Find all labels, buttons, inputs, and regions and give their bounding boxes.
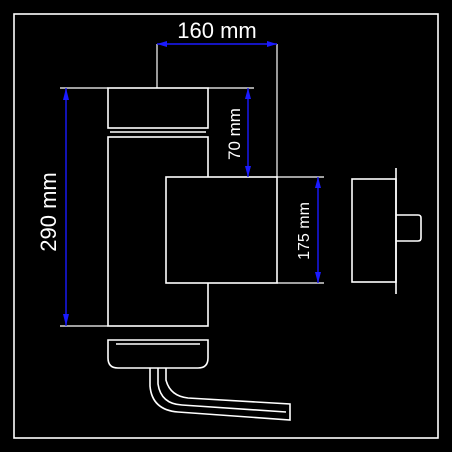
bottom-bowl [107, 339, 209, 369]
dim-width-top: 160 mm [156, 18, 278, 177]
heater-body [107, 87, 291, 421]
side-view-knob [396, 214, 422, 242]
drawing-frame [13, 13, 439, 439]
dim-height-total-label: 290 mm [36, 172, 61, 251]
outlet-pipe-inner [157, 368, 287, 413]
side-view-body [351, 178, 397, 283]
dim-width-label: 160 mm [177, 18, 256, 43]
side-box [165, 176, 278, 284]
outlet-pipe-outer [149, 368, 291, 421]
side-view [351, 168, 422, 294]
dim-height-upper: 70 mm [208, 87, 254, 177]
dim-height-total: 290 mm [36, 87, 108, 327]
dim-height-box: 175 mm [277, 176, 324, 284]
dim-height-box-label: 175 mm [296, 202, 313, 260]
dim-height-upper-label: 70 mm [225, 108, 244, 160]
top-cap [107, 87, 209, 129]
